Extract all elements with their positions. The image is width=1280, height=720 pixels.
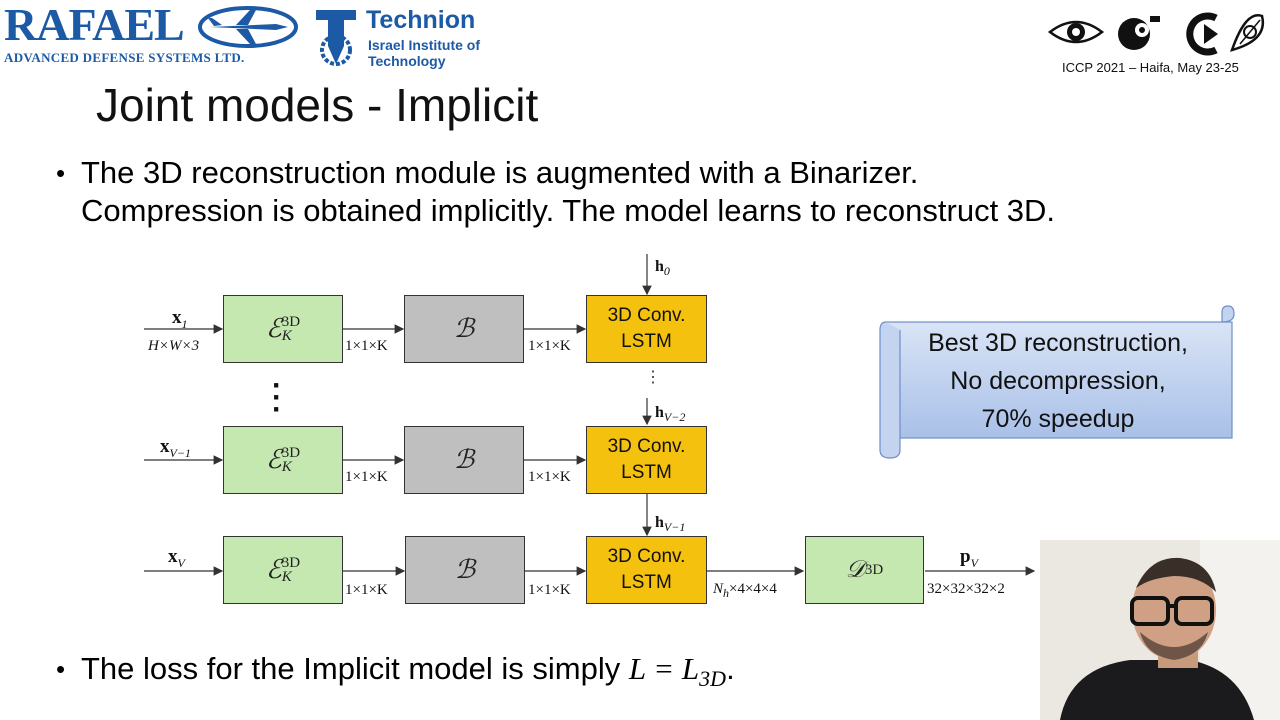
binarizer-box-1: ℬ (404, 295, 524, 363)
rafael-subtitle: ADVANCED DEFENSE SYSTEMS LTD. (4, 50, 245, 65)
presenter-webcam (1040, 540, 1280, 720)
callout-line-1: Best 3D reconstruction, (928, 329, 1188, 357)
output-pv-label: pV (960, 546, 978, 570)
lstm-vertical-dots: ⋮ (645, 369, 661, 386)
code-dim-label-1: 1×1×K (345, 338, 388, 354)
binarizer-box-2: ℬ (404, 426, 524, 494)
technion-emblem-icon (316, 10, 356, 66)
hidden-h0-label: h0 (655, 258, 670, 279)
rafael-logo-text: RAFAEL (4, 0, 185, 50)
camera-icon (1118, 16, 1160, 50)
eye-icon (1047, 20, 1105, 44)
conference-caption: ICCP 2021 – Haifa, May 23-25 (1062, 60, 1239, 75)
bullet-dot: • (56, 654, 66, 684)
bullet-2-text: The loss for the Implicit model is simpl… (81, 651, 735, 692)
lstm-box-1: 3D Conv.LSTM (586, 295, 707, 363)
bullet-1-line-1: The 3D reconstruction module is augmente… (81, 155, 919, 190)
jet-plane-icon (198, 6, 298, 48)
callout-line-2: No decompression, (950, 367, 1166, 395)
callout-line-3: 70% speedup (981, 405, 1135, 433)
slide-title: Joint models - Implicit (96, 79, 539, 131)
hidden-hv1-label: hV−1 (655, 514, 686, 535)
presenter-silhouette (1040, 540, 1280, 720)
lstm-box-2: 3D Conv.LSTM (586, 426, 707, 494)
lstm-output-dim-label: Nh×4×4×4 (713, 581, 777, 600)
technion-subtitle: Israel Institute of Technology (368, 37, 481, 69)
callout-scroll-shape (879, 305, 1235, 459)
lstm-box-3: 3D Conv.LSTM (586, 536, 707, 604)
binarizer-box-3: ℬ (405, 536, 525, 604)
bullet-dot: • (56, 158, 66, 188)
output-dim-label: 32×32×32×2 (927, 581, 1005, 597)
iccp-logo (1047, 12, 1265, 56)
code-dim-label-4: 1×1×K (528, 469, 571, 485)
input-xv-label: xV (168, 546, 185, 570)
input-dim-label: H×W×3 (148, 338, 200, 354)
hidden-hv2-label: hV−2 (655, 404, 686, 425)
callout-text: Best 3D reconstruction, No decompression… (898, 324, 1218, 438)
encoder-vertical-dots: ··· (272, 369, 282, 426)
technion-title: Technion (366, 6, 476, 34)
code-dim-label-2: 1×1×K (528, 338, 571, 354)
bullet-1-line-2: Compression is obtained implicitly. The … (81, 193, 1056, 228)
code-dim-label-6: 1×1×K (528, 582, 571, 598)
aperture-c-icon (1186, 12, 1218, 56)
iris-icon (1230, 13, 1265, 52)
input-xv-1-label: xV−1 (160, 436, 191, 460)
code-dim-label-5: 1×1×K (345, 582, 388, 598)
code-dim-label-3: 1×1×K (345, 469, 388, 485)
input-x1-label: x1 (172, 307, 188, 331)
